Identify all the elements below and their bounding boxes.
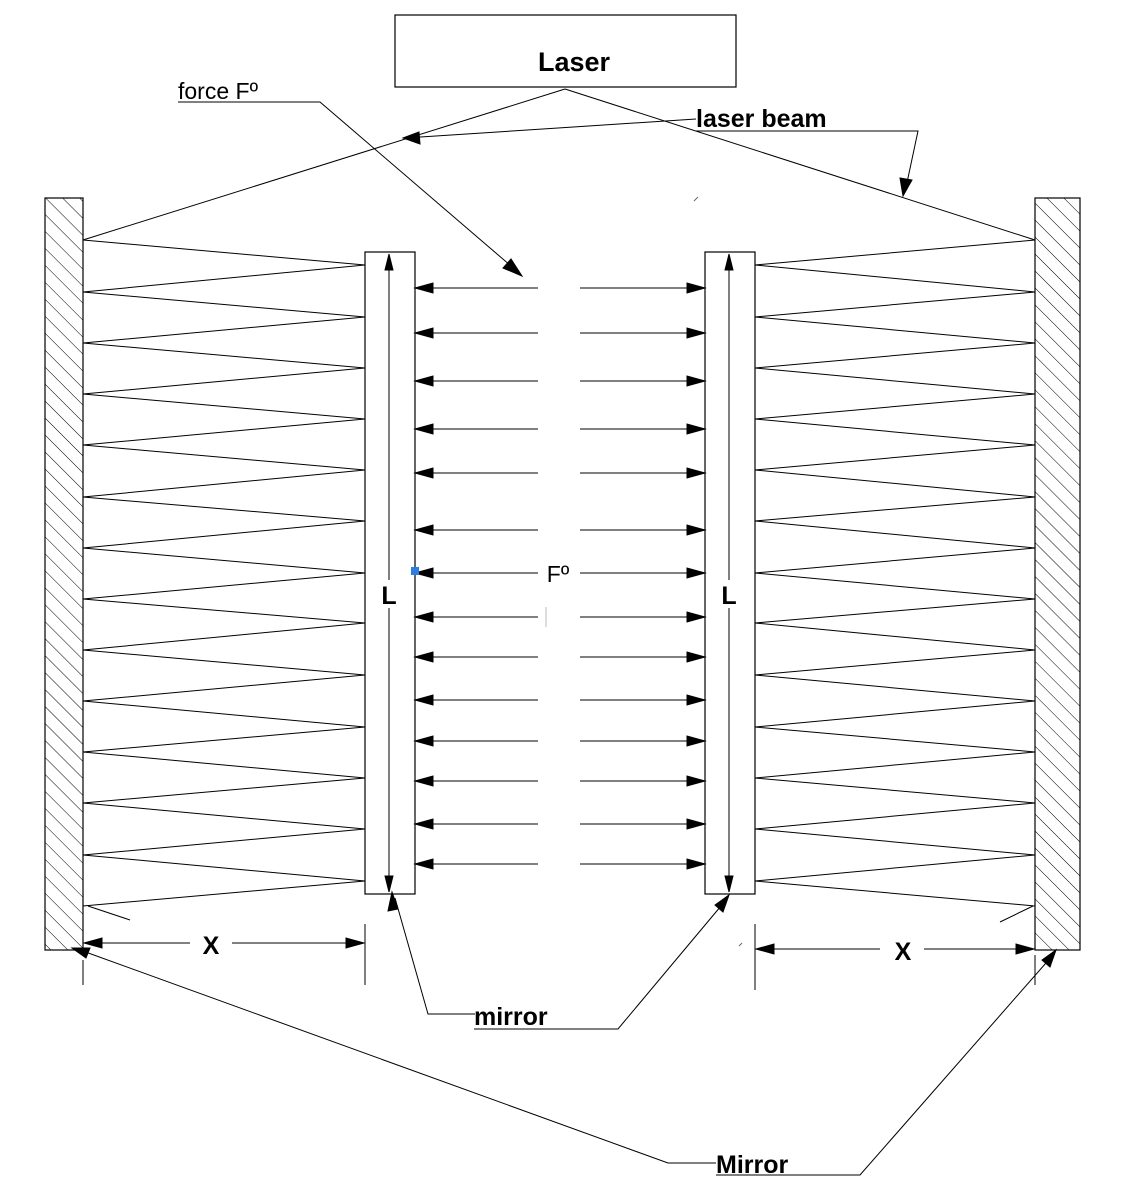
inner-mirror-leader [387, 890, 730, 1030]
arrowhead [686, 858, 707, 870]
arrowhead [686, 327, 707, 339]
arrowhead [413, 818, 434, 830]
arrowhead [686, 423, 707, 435]
arrowhead [413, 775, 434, 787]
arrowhead [413, 423, 434, 435]
arrowhead [686, 651, 707, 663]
laser-box [394, 14, 737, 88]
arrowhead [413, 651, 434, 663]
arrowhead [686, 818, 707, 830]
arrowhead [413, 327, 434, 339]
outer-mirror-right [1034, 197, 1081, 951]
beam-reflections-right [754, 239, 1036, 907]
beam-path-left [82, 239, 366, 907]
selection-marker [411, 567, 419, 575]
laser-beam-label: laser beam [696, 105, 827, 133]
distance-label-right: X [895, 938, 912, 966]
arrowhead [413, 524, 434, 536]
laser-beam-leader [401, 118, 919, 198]
outer-mirror-label: Mirror [716, 1151, 789, 1179]
force-arrows [413, 282, 707, 870]
beam-path-right [754, 239, 1036, 907]
arrowhead [413, 375, 434, 387]
arrowhead [413, 694, 434, 706]
arrowhead [686, 611, 707, 623]
laser-label: Laser [538, 47, 611, 77]
inner-mirror-left [364, 251, 416, 895]
arrowhead [686, 524, 707, 536]
arrowhead [413, 282, 434, 294]
arrowhead [686, 567, 707, 579]
arrowhead [413, 567, 434, 579]
beam-reflections-left [82, 239, 366, 907]
arrowhead [686, 735, 707, 747]
arrowhead [686, 467, 707, 479]
distance-label-left: X [203, 932, 220, 960]
laser-beam [82, 88, 1036, 241]
arrowhead [686, 775, 707, 787]
arrowhead [413, 735, 434, 747]
outer-mirror-left [44, 197, 84, 951]
arrowhead [686, 282, 707, 294]
length-dimension-right [724, 253, 734, 893]
inner-mirror-right [704, 251, 756, 895]
arrowhead [413, 858, 434, 870]
arrowhead [686, 694, 707, 706]
distance-dimension-left [82, 905, 366, 985]
length-label-right: L [721, 582, 736, 610]
arrowhead [413, 611, 434, 623]
force-callout-label: force Fº [178, 78, 259, 104]
arrowhead [686, 375, 707, 387]
length-label-left: L [381, 582, 396, 610]
arrowhead [413, 467, 434, 479]
outer-mirror-leader [70, 947, 1057, 1176]
inner-mirror-label: mirror [474, 1003, 548, 1031]
force-center-label: Fº [547, 561, 570, 587]
length-dimension-left [384, 253, 394, 893]
force-callout-leader [178, 101, 524, 278]
distance-dimension-right [738, 905, 1036, 990]
